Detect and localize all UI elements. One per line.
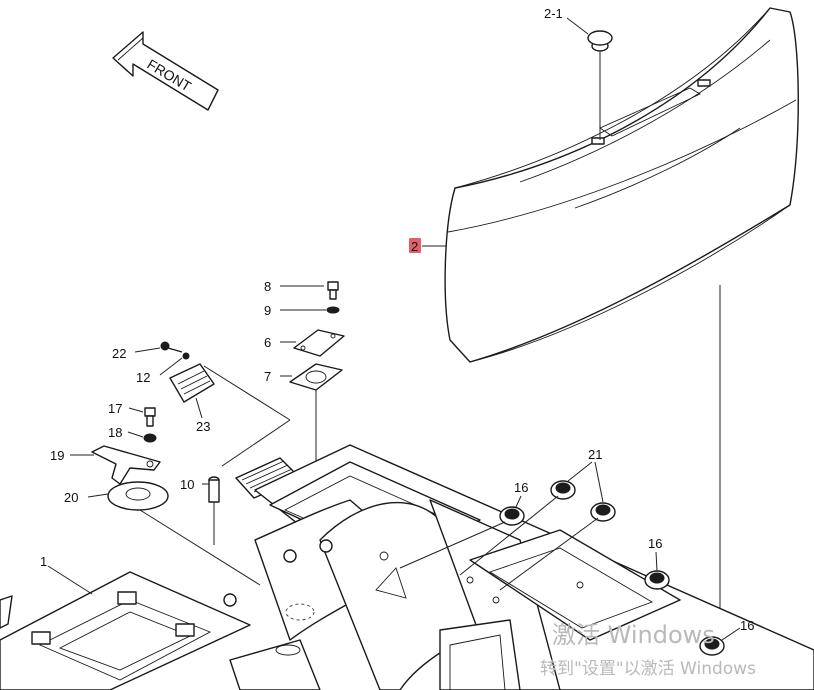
- leader-vent-a: [203, 365, 291, 421]
- ring-20: [107, 481, 261, 586]
- gasket-7: [289, 363, 343, 391]
- vent-23: [169, 363, 215, 403]
- main-frame: [223, 444, 814, 690]
- rubber-mount-21-b: [590, 502, 616, 522]
- label-18: 18: [108, 425, 122, 440]
- label-8: 8: [264, 279, 271, 294]
- counterweight: [444, 7, 799, 363]
- label-16-c: 16: [740, 618, 754, 633]
- label-19: 19: [50, 448, 64, 463]
- label-leaders: [47, 17, 741, 641]
- label-17: 17: [108, 401, 122, 416]
- label-1: 1: [40, 554, 47, 569]
- bolt-8: [327, 281, 339, 300]
- label-12: 12: [136, 370, 150, 385]
- bracket-19: [91, 445, 161, 485]
- washer-12: [182, 352, 190, 360]
- activation-watermark-hint: 转到"设置"以激活 Windows: [540, 659, 756, 679]
- label-22: 22: [112, 346, 126, 361]
- bolt-17: [144, 407, 156, 427]
- label-2: 2: [411, 239, 418, 254]
- label-2-1: 2-1: [544, 6, 563, 21]
- label-9: 9: [264, 303, 271, 318]
- grille: [235, 457, 301, 499]
- rubber-mount-16-a: [499, 506, 525, 526]
- knob-2-1: [587, 30, 613, 140]
- label-6: 6: [264, 335, 271, 350]
- label-20: 20: [64, 490, 78, 505]
- rubber-mount-16-b: [644, 570, 670, 590]
- rubber-mount-16-c: [699, 636, 725, 656]
- label-23: 23: [196, 419, 210, 434]
- rubber-mount-21-a: [550, 480, 576, 500]
- washer-18: [143, 433, 157, 443]
- base-frame: [0, 571, 321, 690]
- pin-10: [208, 476, 220, 545]
- washer-9: [326, 306, 340, 314]
- activation-watermark-title: 激活 Windows: [552, 621, 715, 649]
- leader-vent-b: [221, 419, 291, 467]
- leader-mount-21a: [459, 495, 559, 576]
- label-16-b: 16: [648, 536, 662, 551]
- leader-mount-16a: [399, 521, 506, 569]
- screw-22: [160, 341, 183, 353]
- label-7: 7: [264, 369, 271, 384]
- label-16-a: 16: [514, 480, 528, 495]
- part-2-highlight: [409, 238, 421, 253]
- label-21: 21: [588, 447, 602, 462]
- front-arrow: FRONT: [112, 31, 219, 111]
- cover-plate-6: [293, 329, 345, 357]
- leader-mount-21b: [499, 517, 599, 591]
- label-10: 10: [180, 477, 194, 492]
